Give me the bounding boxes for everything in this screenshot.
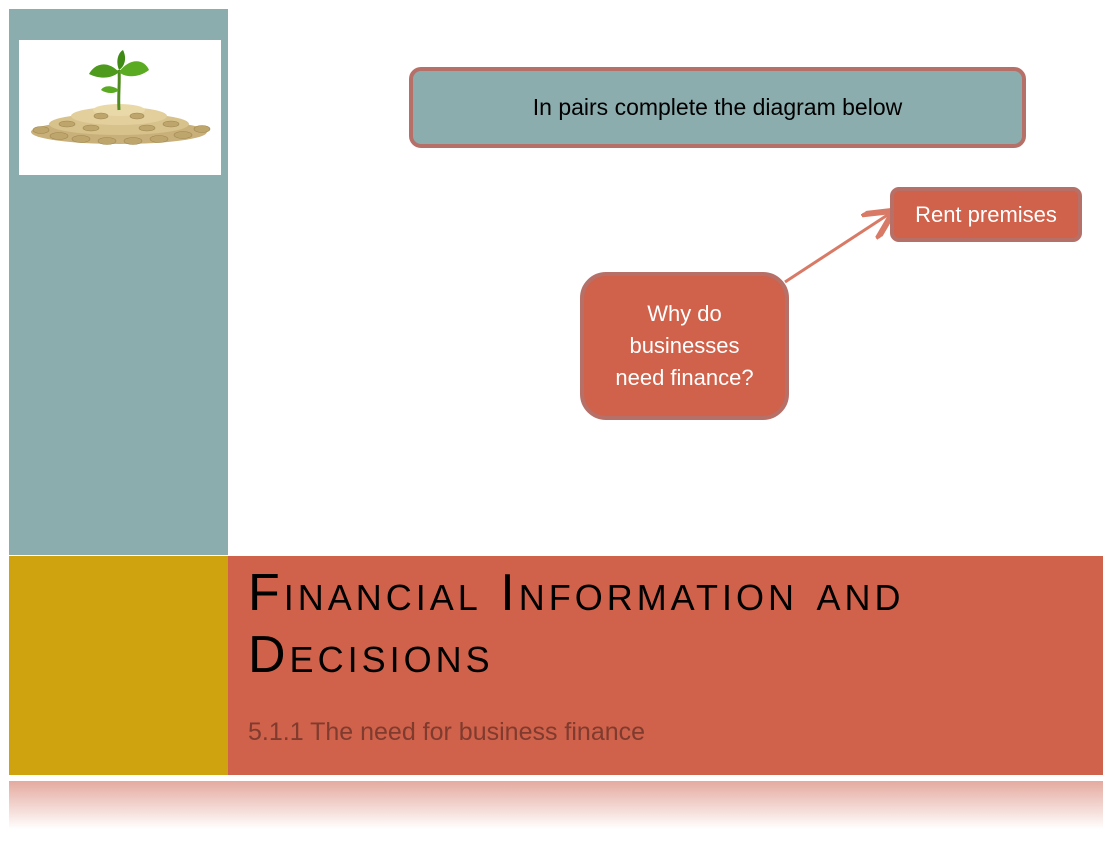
center-node-line: Why do [647, 301, 722, 326]
plant-sprouting-from-coins-icon [31, 50, 211, 145]
gold-accent-block [9, 556, 228, 775]
center-node-line: businesses [629, 333, 740, 358]
slide-subtitle: 5.1.1 The need for business finance [248, 718, 646, 746]
slide-title: Financial Information and Decisions [248, 564, 905, 684]
center-node-line: need finance? [615, 365, 754, 390]
logo-image [19, 40, 221, 175]
instruction-box: In pairs complete the diagram below [409, 67, 1026, 148]
title-band [228, 556, 1103, 775]
bottom-gradient-strip [9, 781, 1103, 829]
diagram-branch-node: Rent premises [890, 187, 1082, 242]
diagram-center-node: Why do businesses need finance? [580, 272, 789, 420]
